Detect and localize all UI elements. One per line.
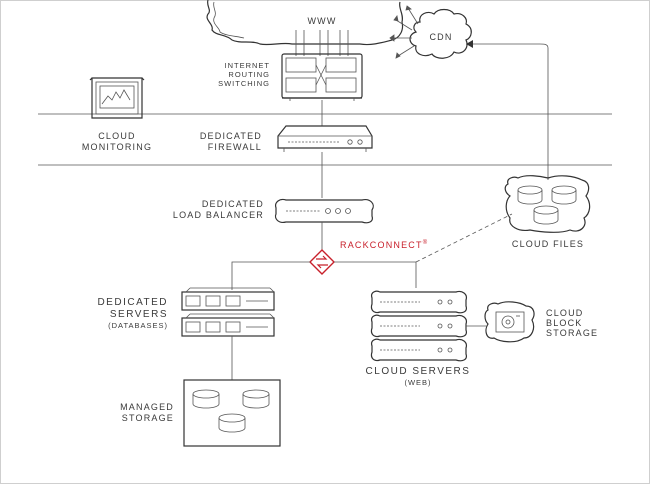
dedicated-servers-label-line1: DEDICATED — [97, 297, 168, 308]
routing-label-line1: INTERNET — [225, 61, 271, 70]
rackconnect-label: RACKCONNECT® — [340, 239, 428, 250]
managed-storage-label-line1: MANAGED — [120, 402, 174, 412]
cloud-block-storage-icon — [484, 301, 535, 343]
block-storage-label-line3: STORAGE — [546, 328, 598, 338]
routing-label-line2: ROUTING — [228, 70, 270, 79]
dedicated-servers-label-line2: SERVERS — [110, 309, 168, 320]
routing-label-line3: SWITCHING — [218, 79, 270, 88]
cloud-monitoring-icon — [89, 77, 145, 119]
firewall-label-line2: FIREWALL — [208, 142, 262, 152]
rackconnect-icon — [309, 249, 335, 275]
rackconnect-to-cloud-files-line — [415, 213, 513, 263]
cdn-cloud-icon — [409, 8, 472, 59]
cdn-label: CDN — [429, 32, 452, 42]
cloud-servers-icon — [370, 290, 467, 362]
cdn-arrowhead-icon — [466, 40, 473, 48]
block-storage-label-line2: BLOCK — [546, 318, 583, 328]
rackconnect-registered-mark: ® — [423, 239, 429, 246]
www-label: WWW — [307, 16, 336, 26]
routing-switch-icon — [281, 53, 363, 101]
cloud-monitoring-label-line2: MONITORING — [82, 142, 152, 152]
www-uplinks — [295, 30, 349, 56]
load-balancer-label-line1: DEDICATED — [202, 199, 264, 209]
rackconnect-to-cloud-servers-line — [334, 261, 417, 288]
rackconnect-to-dedicated-line — [231, 261, 310, 290]
rackconnect-label-text: RACKCONNECT — [340, 240, 423, 250]
cloud-servers-label: CLOUD SERVERS — [366, 366, 471, 377]
www-cloud-inner-icon — [213, 1, 245, 39]
cloud-files-icon — [504, 175, 591, 233]
load-balancer-label-line2: LOAD BALANCER — [173, 210, 264, 220]
www-cloud-icon — [206, 0, 404, 46]
block-storage-label-line1: CLOUD — [546, 308, 584, 318]
cloud-files-label: CLOUD FILES — [512, 239, 584, 249]
cdn-rays-icon — [389, 5, 419, 59]
firewall-icon — [277, 125, 373, 152]
databases-label: (DATABASES) — [108, 321, 168, 330]
load-balancer-icon — [274, 198, 374, 224]
cloud-files-to-cdn-line — [470, 43, 549, 180]
firewall-label-line1: DEDICATED — [200, 131, 262, 141]
dedicated-servers-icon — [181, 287, 275, 337]
cloud-monitoring-label-line1: CLOUD — [98, 131, 136, 141]
web-label: (WEB) — [404, 378, 431, 387]
managed-storage-label-line2: STORAGE — [122, 413, 174, 423]
managed-storage-icon — [183, 379, 281, 447]
